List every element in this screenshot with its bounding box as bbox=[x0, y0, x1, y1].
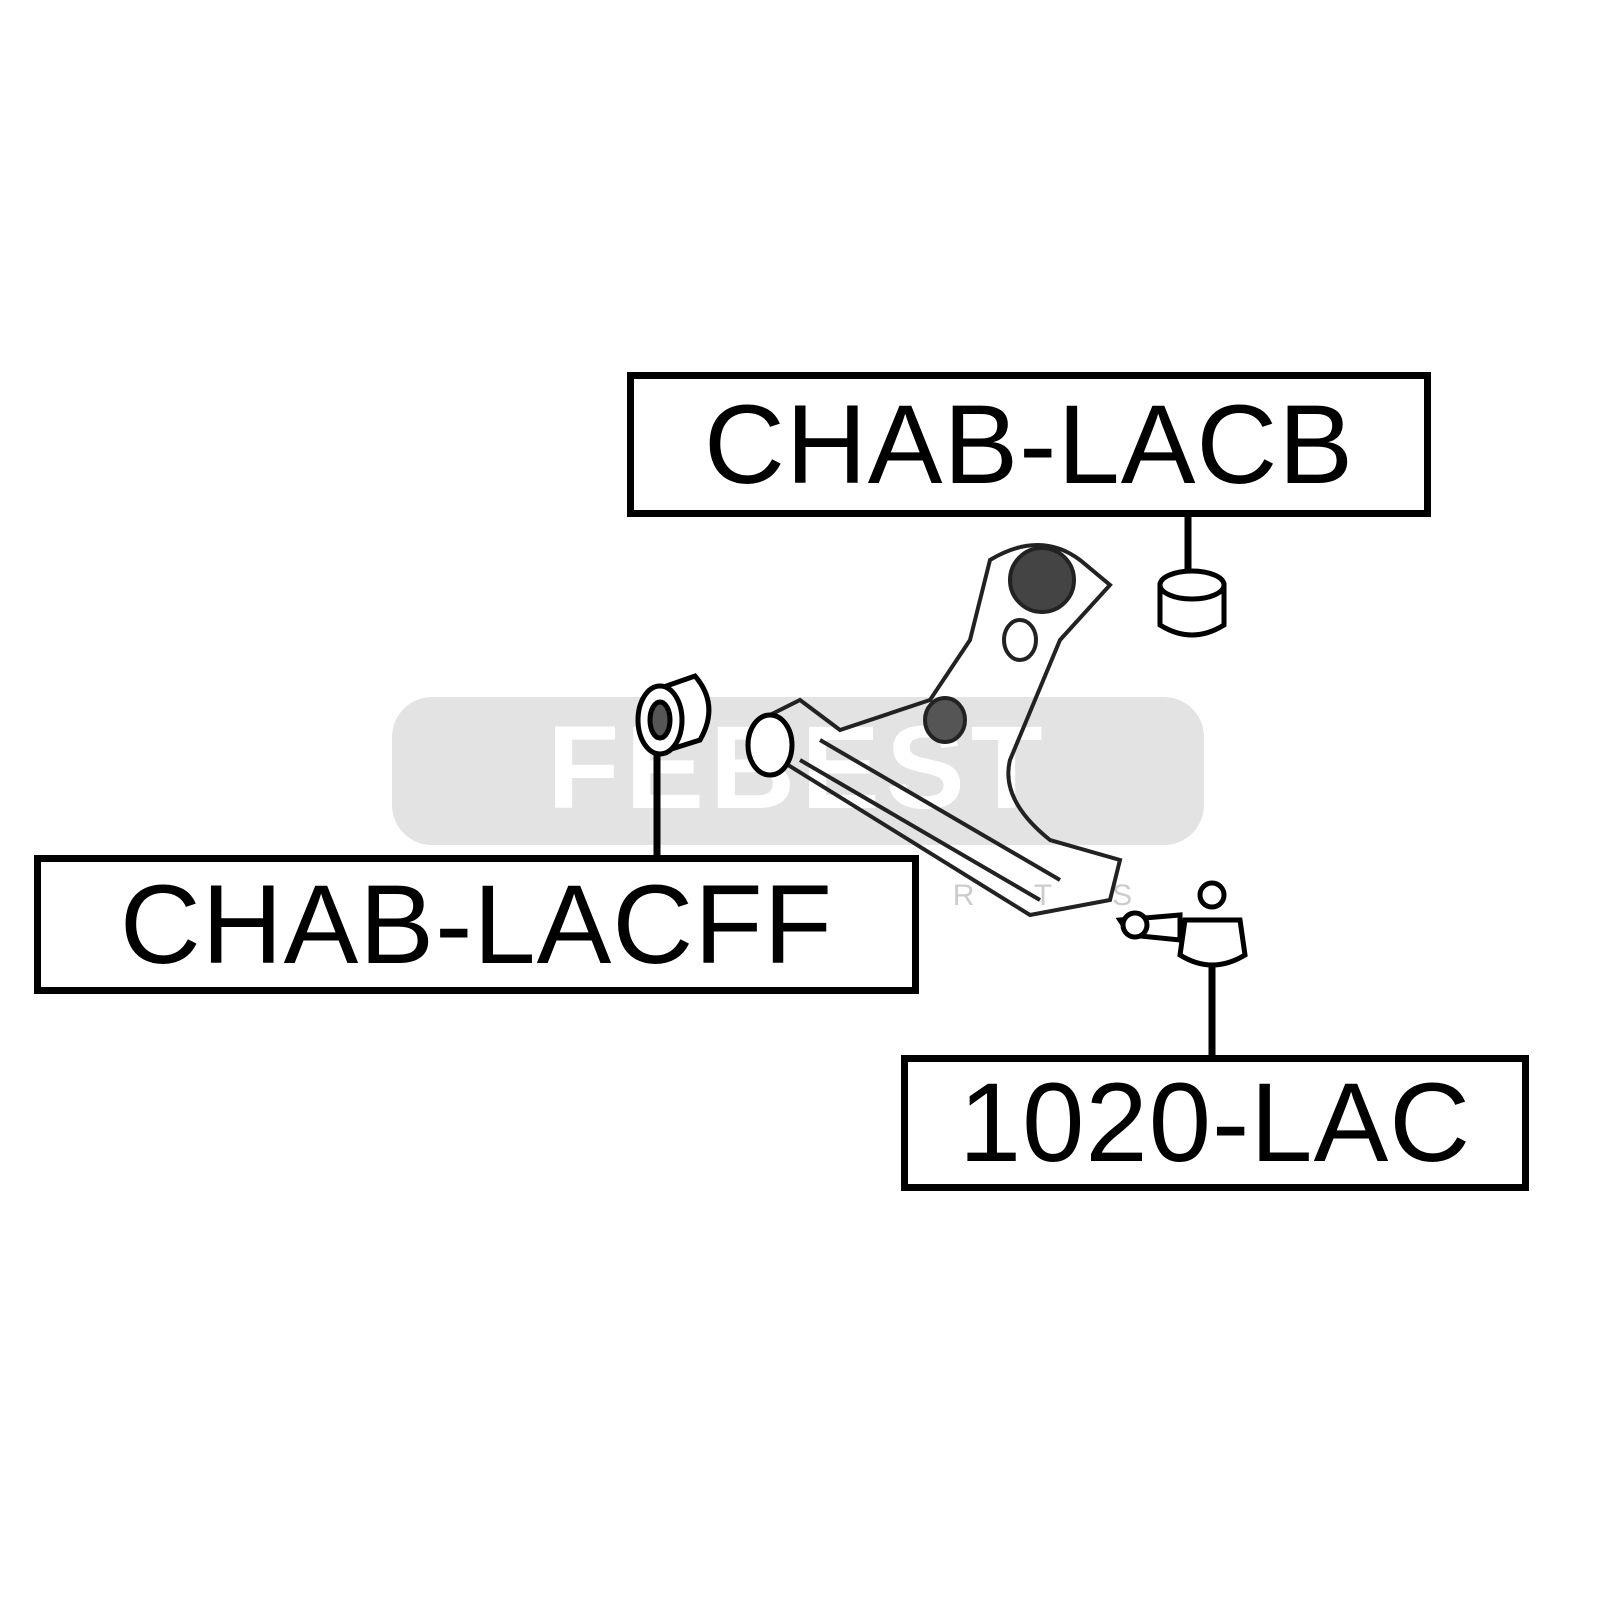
part-label-chab-lacff[interactable]: CHAB-LACFF bbox=[34, 855, 919, 994]
control-arm-part bbox=[745, 543, 1123, 918]
svg-text:FEBEST: FEBEST bbox=[547, 702, 1049, 834]
part-label-chab-lacb[interactable]: CHAB-LACB bbox=[627, 372, 1431, 517]
ball-joint-part bbox=[1115, 880, 1248, 968]
front-bushing-part bbox=[635, 673, 712, 757]
part-label-1020-lac[interactable]: 1020-LAC bbox=[901, 1055, 1529, 1191]
rear-bushing-part bbox=[1157, 568, 1227, 638]
